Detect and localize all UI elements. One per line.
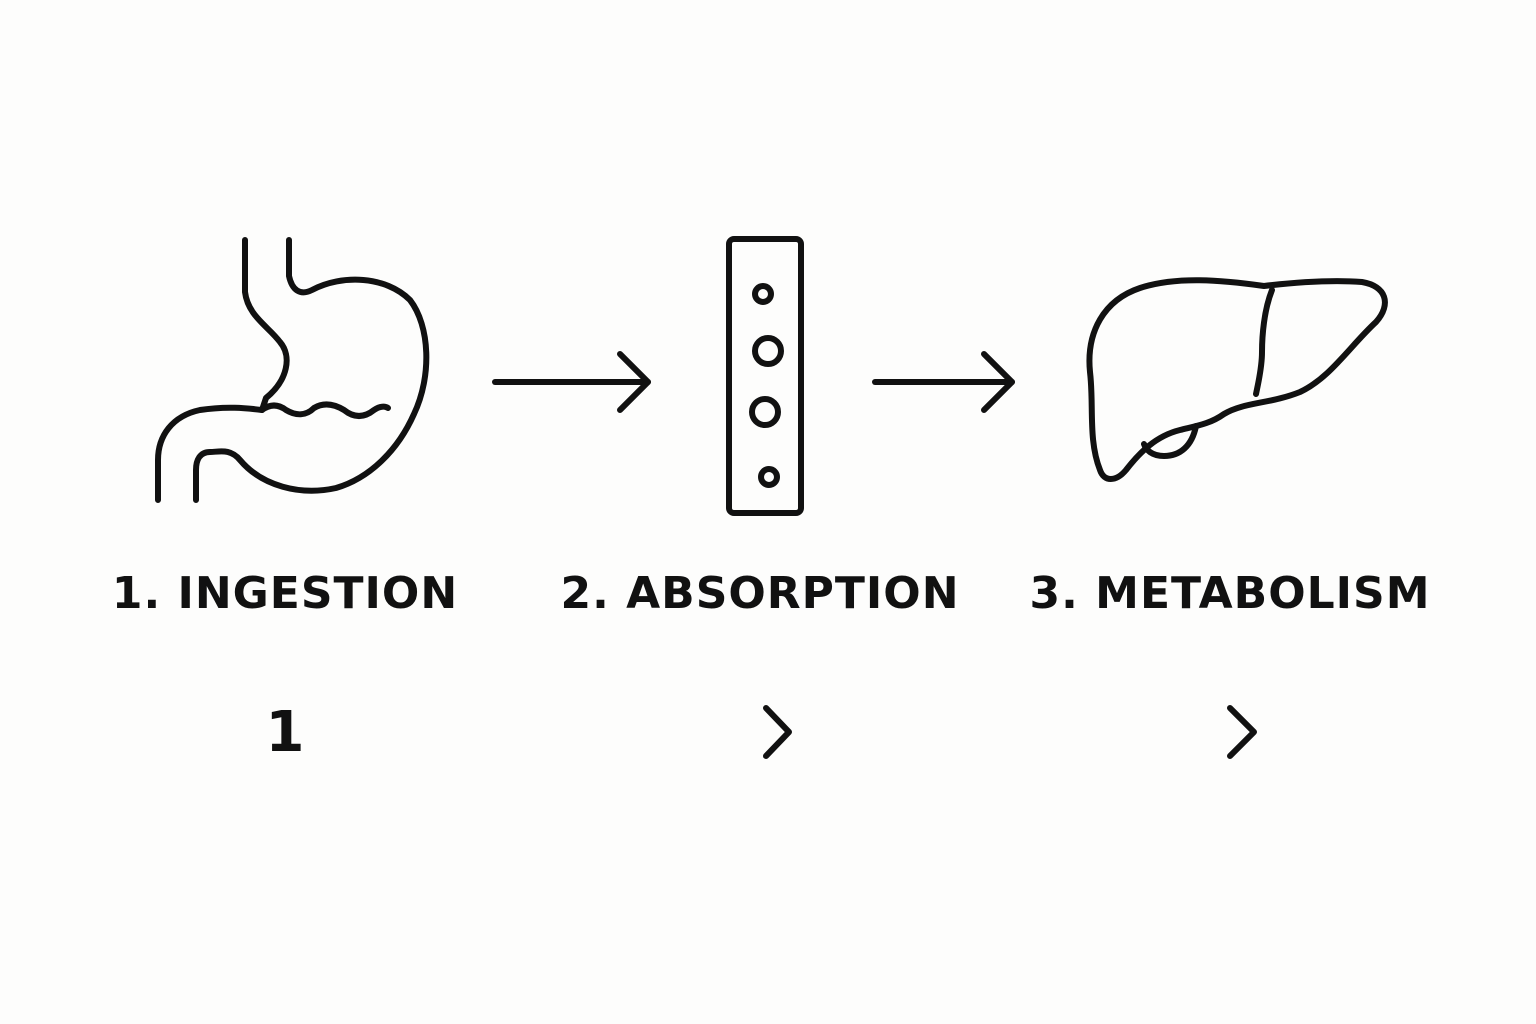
step-label-absorption: 2. ABSORPTION [560,568,960,619]
liver-icon [1086,277,1388,482]
step-label-ingestion: 1. INGESTION [111,568,459,619]
step-label-metabolism: 3. METABOLISM [1029,568,1431,619]
intestinal-wall-icon [726,236,804,516]
chevron-right-icon [1227,705,1257,759]
arrow-right-icon [492,351,651,413]
chevron-right-icon [763,705,792,759]
step-number-marker: 1 [265,700,305,765]
arrow-right-icon [872,351,1015,413]
stomach-icon [155,237,430,503]
